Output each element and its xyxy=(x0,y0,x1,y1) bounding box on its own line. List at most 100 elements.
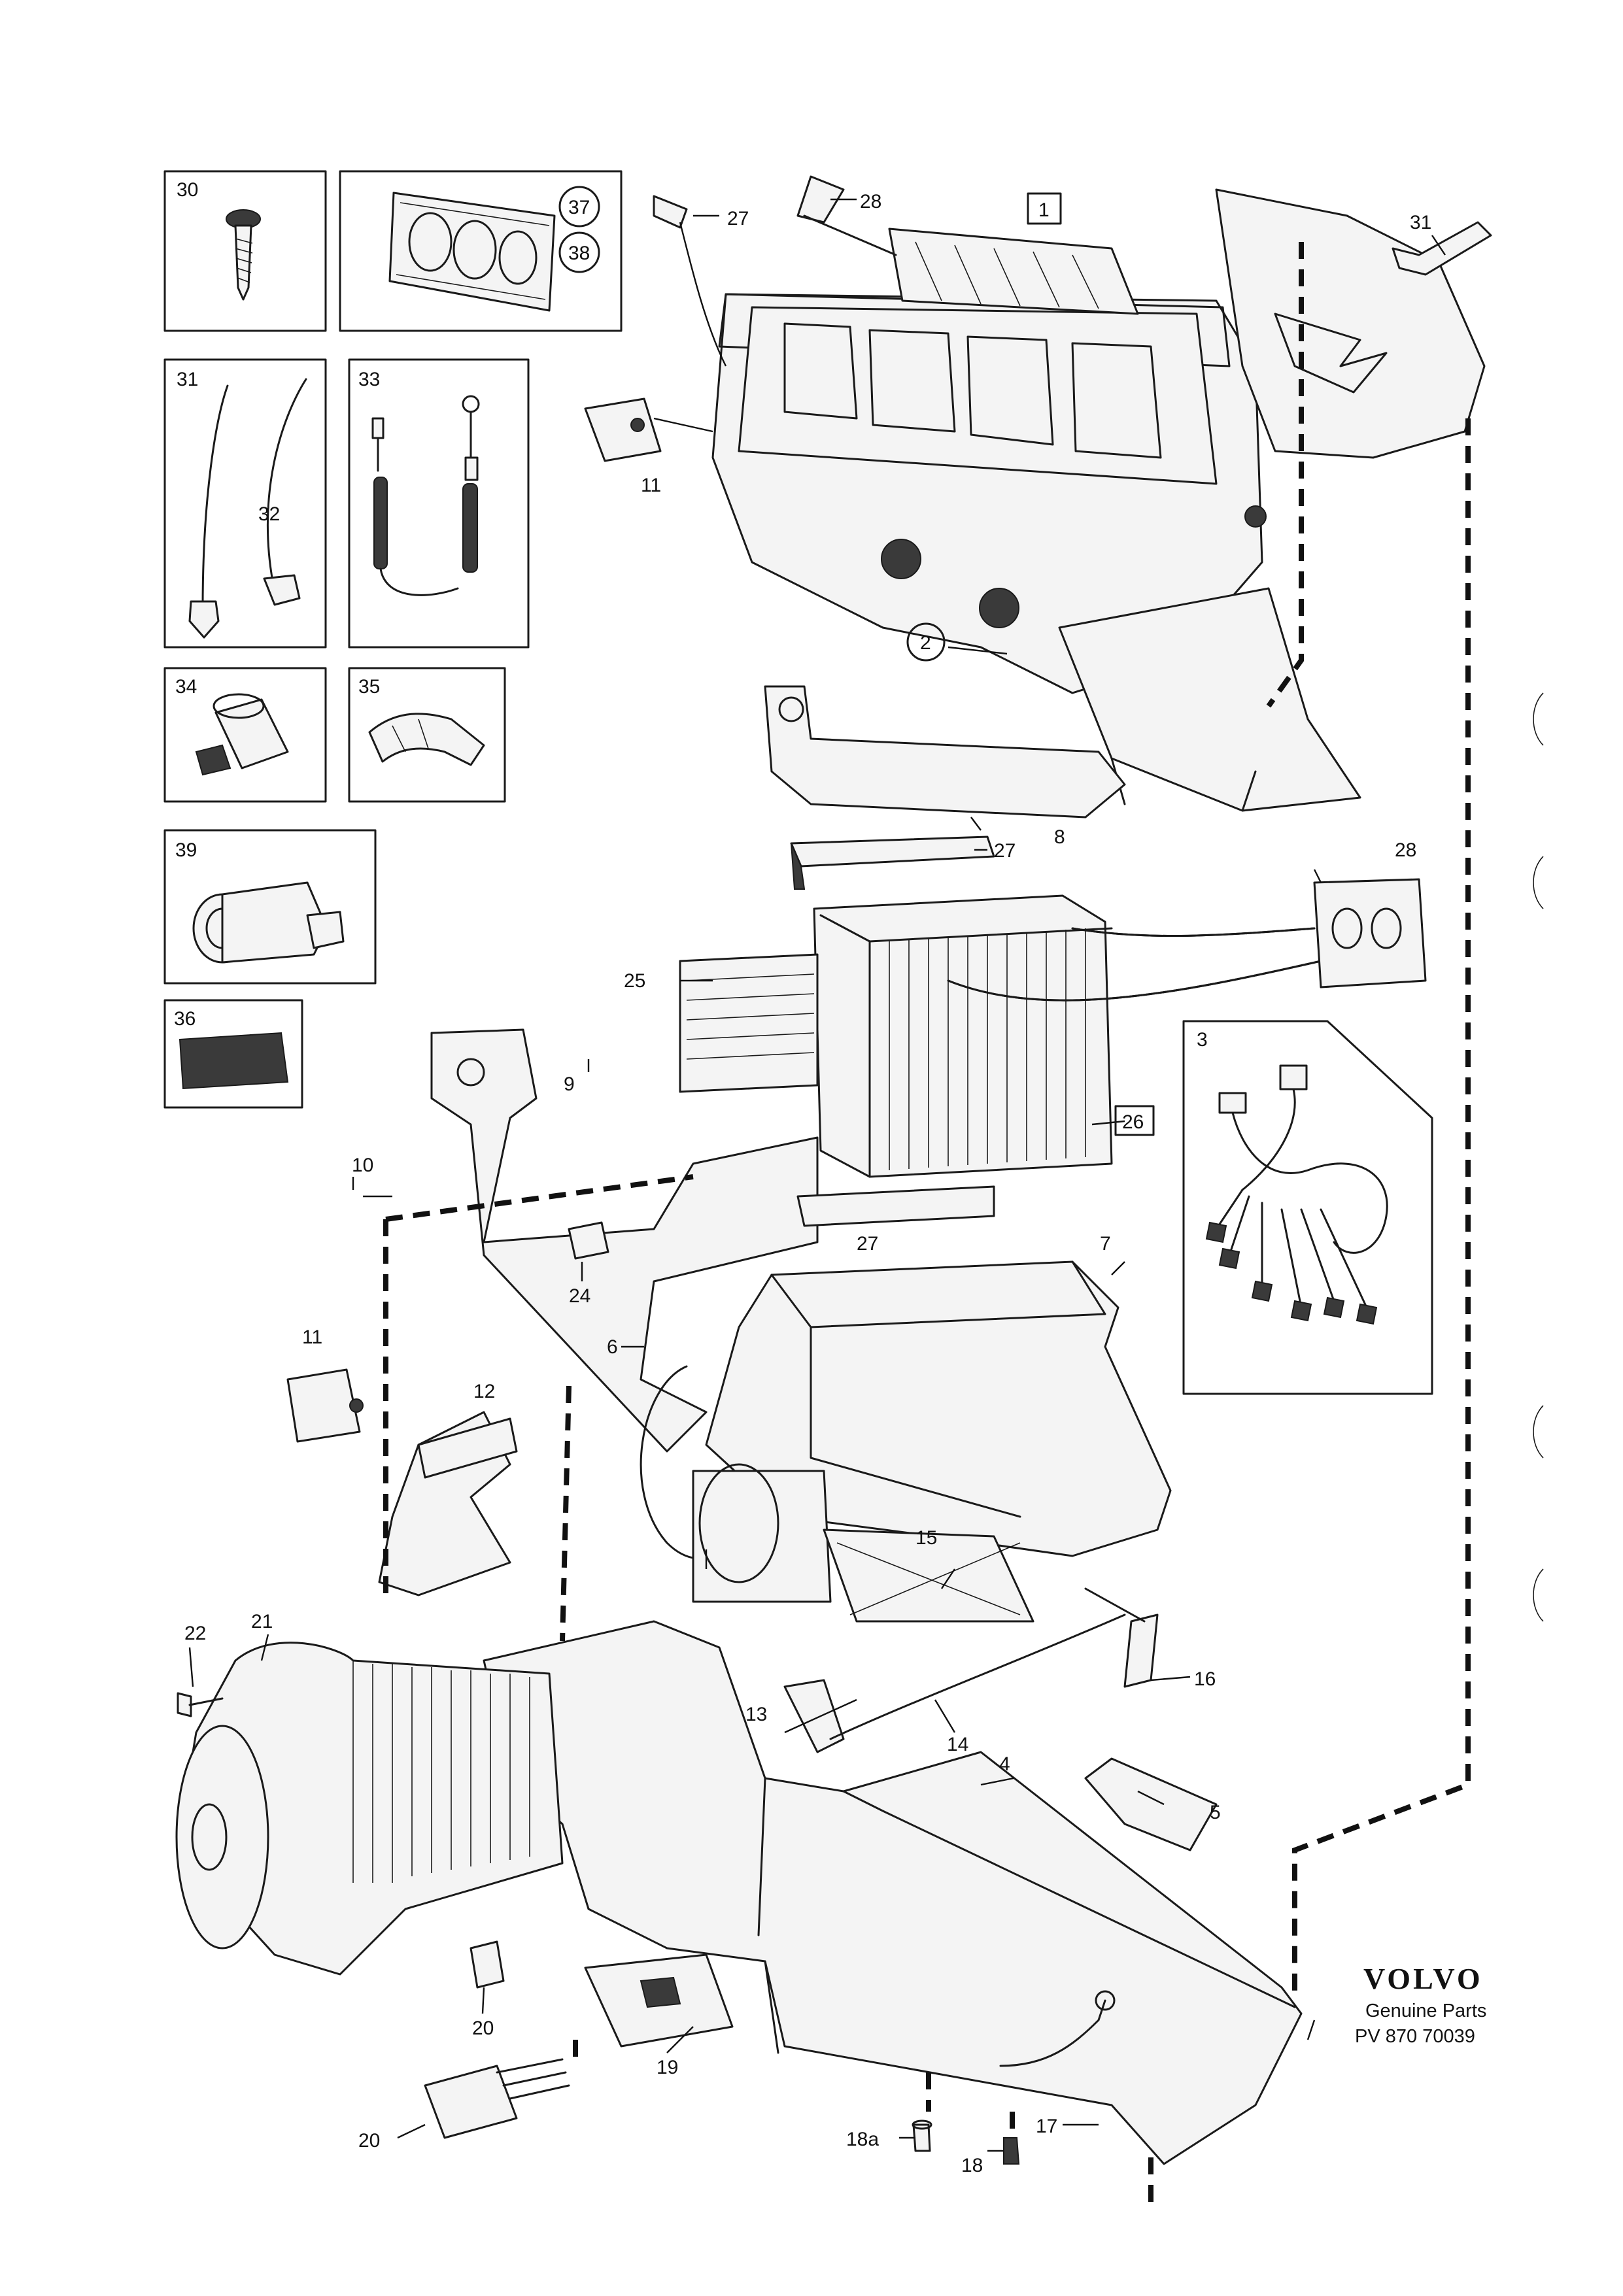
cover-5 xyxy=(1084,1757,1218,1851)
switch-icon xyxy=(195,693,289,776)
upper-housing xyxy=(711,188,1486,812)
callout-12: 12 xyxy=(473,1381,495,1402)
duct-9 xyxy=(430,1028,819,1453)
brand-block: VOLVO Genuine Parts PV 870 70039 xyxy=(1355,1962,1486,2047)
blower-22 xyxy=(175,1642,564,1976)
hose-icon xyxy=(188,378,307,639)
callout-8: 8 xyxy=(1054,826,1065,848)
callout-20: 20 xyxy=(358,2130,380,2152)
linkage-30 xyxy=(796,175,897,256)
flap-15 xyxy=(823,1528,1034,1623)
callout-31: 31 xyxy=(1410,212,1431,233)
screw-23 xyxy=(177,1692,224,1717)
inset-box-39-40 xyxy=(339,170,623,332)
callout-10: 10 xyxy=(352,1155,373,1176)
callout-33: 31 xyxy=(177,369,198,390)
callout-15: 15 xyxy=(915,1527,937,1549)
callout-28: 28 xyxy=(1395,839,1416,861)
callout-25: 25 xyxy=(624,970,645,992)
callout-27-lower: 27 xyxy=(857,1233,878,1255)
callout-27-upper: 27 xyxy=(994,840,1016,862)
resistor-20 xyxy=(424,2058,570,2139)
inset-box-36 xyxy=(163,667,327,803)
clip-icon xyxy=(368,713,485,766)
callout-9: 9 xyxy=(564,1073,575,1095)
callout-13: 13 xyxy=(745,1704,767,1725)
link-16 xyxy=(1084,1587,1159,1688)
callout-37: 35 xyxy=(358,676,380,698)
inset-box-38 xyxy=(163,999,303,1109)
callout-14: 14 xyxy=(947,1734,968,1755)
inset-box-3 xyxy=(1182,1020,1433,1395)
leader-lines xyxy=(188,198,1446,2152)
callout-30: 28 xyxy=(860,191,881,212)
callout-39: 37 xyxy=(568,197,590,218)
callout-6: 6 xyxy=(607,1336,618,1358)
control-panel-icon xyxy=(388,192,556,312)
connector-21 xyxy=(470,1940,505,1989)
callout-18a: 18a xyxy=(846,2129,879,2150)
screw-icon xyxy=(226,209,261,301)
brand-code: PV 870 70039 xyxy=(1355,2026,1475,2047)
callout-2: 2 xyxy=(920,632,931,654)
callout-32: 30 xyxy=(177,179,198,201)
callout-16: 16 xyxy=(1194,1668,1216,1690)
blower-fins xyxy=(352,1661,530,1883)
drain-17 xyxy=(999,1990,1116,2067)
clip-24 xyxy=(568,1221,609,1260)
heater-core-25 xyxy=(679,953,819,1093)
inset-box-32 xyxy=(163,170,327,332)
callout-18: 18 xyxy=(961,2155,983,2176)
cable-icon xyxy=(371,395,480,596)
inset-box-35 xyxy=(348,358,530,649)
callout-17: 17 xyxy=(1036,2116,1057,2137)
callout-35: 33 xyxy=(358,369,380,390)
callout-5: 5 xyxy=(1210,1802,1221,1823)
assembly-dashed-lines xyxy=(383,242,1471,2203)
callout-21: 20 xyxy=(472,2017,494,2039)
callout-1: 1 xyxy=(1038,199,1050,221)
callout-34: 32 xyxy=(258,503,280,525)
callout-3: 3 xyxy=(1197,1029,1208,1051)
callout-11-top: 11 xyxy=(641,475,661,496)
rod-14 xyxy=(829,1613,1126,1740)
callout-labels: 30 37 38 31 32 33 34 35 39 36 27 28 1 31… xyxy=(174,179,1431,2176)
frame-6 xyxy=(640,1365,832,1603)
tray-8 xyxy=(764,685,1126,819)
servo-motor-lower xyxy=(286,1368,364,1443)
callout-26: 26 xyxy=(1122,1111,1144,1133)
bracket-12 xyxy=(378,1411,518,1596)
evaporator-26 xyxy=(813,894,1113,1178)
callout-29: 27 xyxy=(727,208,749,229)
brand-name: VOLVO xyxy=(1363,1962,1483,1995)
callout-23: 22 xyxy=(184,1623,206,1644)
inset-box-33-34 xyxy=(163,358,327,649)
pipes-28 xyxy=(947,878,1427,1002)
fitting-18 xyxy=(1003,2137,1020,2165)
callout-7: 7 xyxy=(1100,1233,1111,1255)
brand-subtitle: Genuine Parts xyxy=(1365,2001,1486,2021)
callout-11-lower: 11 xyxy=(302,1326,322,1348)
callout-36: 34 xyxy=(175,676,197,698)
callout-24: 24 xyxy=(569,1285,590,1307)
callout-4: 4 xyxy=(999,1753,1010,1775)
linkage-29 xyxy=(653,195,727,367)
plate-19 xyxy=(584,1953,734,2048)
callout-40: 38 xyxy=(568,243,590,264)
inset-box-41 xyxy=(163,829,377,985)
linkage-31 xyxy=(1392,221,1492,276)
inset-box-37 xyxy=(348,667,506,803)
wiring-harness-icon xyxy=(1205,1064,1388,1325)
callout-41: 39 xyxy=(175,839,197,861)
actuator-icon xyxy=(192,881,345,964)
margin-marks xyxy=(1533,692,1544,1622)
callout-22: 21 xyxy=(251,1611,273,1632)
servo-motor-top xyxy=(584,397,713,462)
strip-27-upper xyxy=(790,836,995,890)
evaporator-fins xyxy=(889,928,1086,1170)
fitting-18a xyxy=(912,2119,932,2152)
callout-38: 36 xyxy=(174,1008,196,1030)
strip-27-lower xyxy=(796,1185,995,1227)
link-13 xyxy=(783,1679,845,1753)
